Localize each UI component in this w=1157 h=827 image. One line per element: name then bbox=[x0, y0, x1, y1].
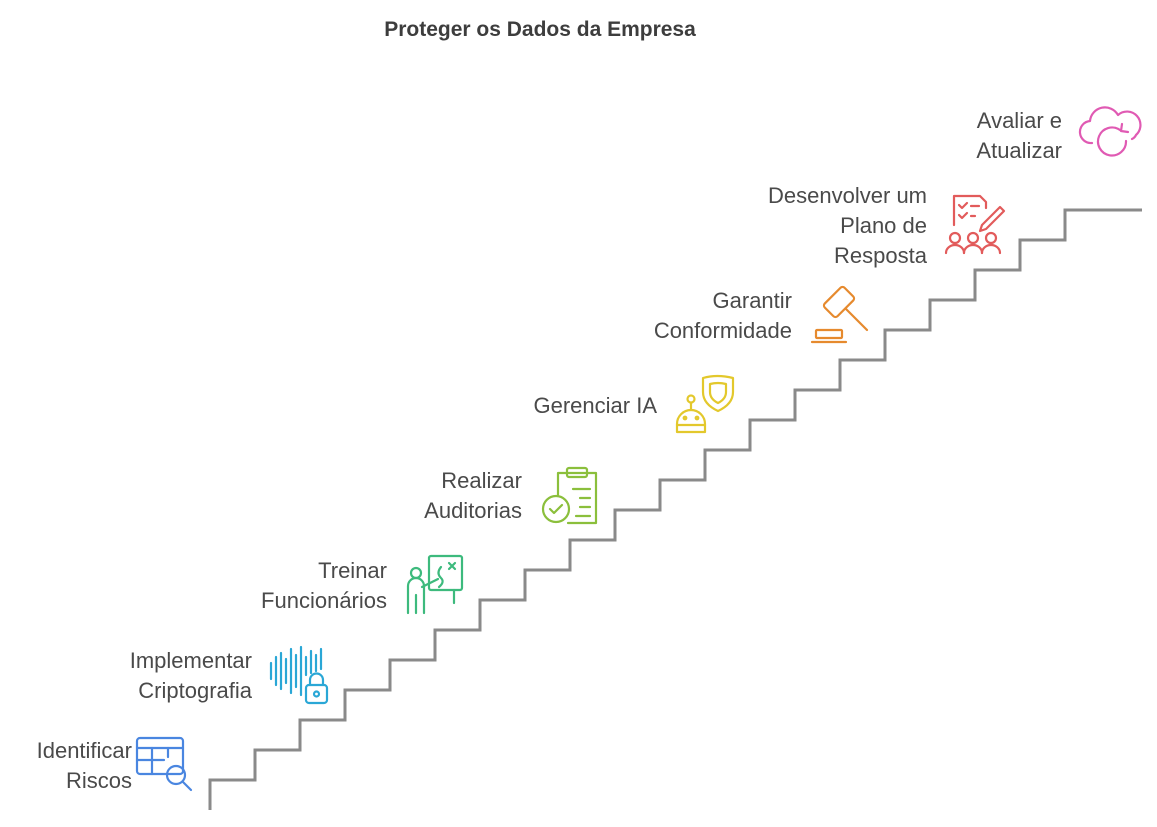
step-label-gerenciar-ia: Gerenciar IA bbox=[533, 393, 658, 418]
diagram-title: Proteger os Dados da Empresa bbox=[384, 18, 696, 41]
step-label-treinar-funcionarios: Treinar Funcionários bbox=[261, 558, 387, 613]
teacher-board-icon bbox=[406, 554, 464, 615]
robot-shield-icon bbox=[675, 374, 735, 434]
soundwave-lock-icon bbox=[269, 645, 329, 705]
clipboard-check-icon bbox=[541, 466, 598, 525]
team-plan-icon bbox=[944, 194, 1006, 255]
staircase-line bbox=[208, 208, 1142, 810]
cloud-refresh-icon bbox=[1078, 106, 1142, 157]
step-label-implementar-criptografia: Implementar Criptografia bbox=[129, 648, 252, 703]
step-label-avaliar-atualizar: Avaliar e Atualizar bbox=[976, 108, 1062, 163]
step-label-realizar-auditorias: Realizar Auditorias bbox=[424, 468, 522, 523]
gavel-icon bbox=[810, 285, 869, 344]
table-search-icon bbox=[135, 736, 193, 792]
step-label-identificar-riscos: Identificar Riscos bbox=[36, 738, 132, 793]
step-label-garantir-conformidade: Garantir Conformidade bbox=[653, 288, 792, 343]
step-label-desenvolver-plano: Desenvolver um Plano de Resposta bbox=[768, 183, 927, 268]
